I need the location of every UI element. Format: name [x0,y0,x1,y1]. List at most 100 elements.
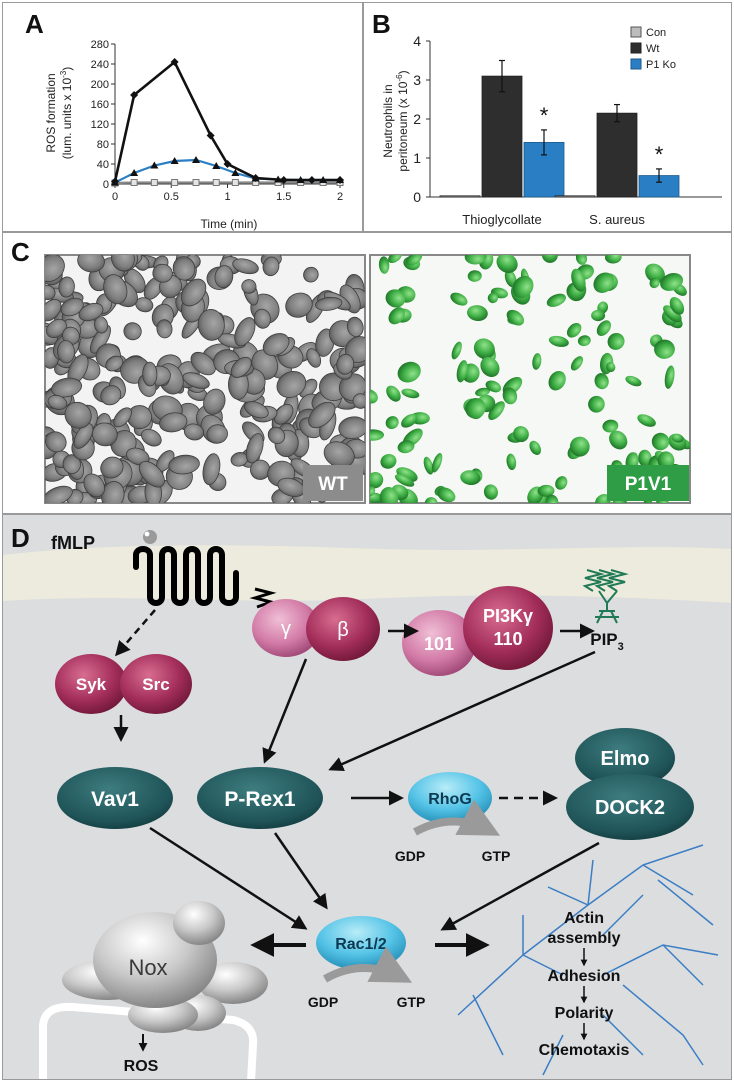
g-gamma-subunit [252,599,320,657]
wt-cell-cluster [230,356,252,378]
legend-label-p1ko: P1 Ko [646,59,676,71]
ros-point [192,179,200,186]
nox-complex [62,901,268,1033]
actin-network-icon [457,844,719,1076]
g-beta-subunit [306,597,380,661]
wt-cell-cluster [159,412,188,433]
wt-cell-cluster [45,485,73,503]
ros-x-label: Time (min) [201,217,258,231]
wt-cell-cluster [274,403,294,425]
p1v1-cell-cluster [607,332,625,350]
elmo-label: Elmo [601,748,650,770]
g-protein-anchor [249,587,277,609]
wt-cell-cluster [105,355,124,372]
ros-y-tick-label: 40 [97,159,109,171]
micrograph-figure: WT P1V1 [44,254,691,504]
wt-cell-cluster [83,473,105,498]
p1v1-cell-cluster [370,486,376,497]
g-gamma-label: γ [281,618,291,640]
p1v1-cell-cluster [664,365,675,389]
rac-gdp-label: GDP [308,994,338,1010]
p1v1-cell-cluster [487,292,499,304]
p1v1-cell-cluster [645,263,665,284]
p1v1-cell-cluster [566,323,582,338]
p1v1-cell-cluster [370,389,378,404]
p1v1-cell-cluster [529,440,542,455]
wt-cell-cluster [57,340,75,364]
rhog-gdp-label: GDP [395,848,425,864]
wt-cell-cluster [64,401,92,429]
g-beta-label: β [337,619,349,641]
wt-cell-cluster [352,393,365,409]
wt-cell-cluster [100,385,122,406]
wt-cell-cluster [243,401,269,419]
ros-point [307,176,316,184]
p1v1-cell-cluster [570,356,584,371]
p1v1-cell-cluster [596,320,612,336]
p1v1-cell-cluster [380,454,397,469]
p1v1-cell-cluster [506,309,525,326]
p1v1-cell-cluster [401,388,420,399]
neutro-bar [596,112,638,198]
ros-x-tick-label: 0 [112,191,118,203]
legend-swatch-p1ko [630,58,642,70]
p1v1-cell-cluster [602,419,619,433]
ros-x-tick-label: 0.5 [164,191,179,203]
neutro-y-tick-label: 3 [413,72,421,88]
ros-point [206,131,215,140]
p1v1-cell-cluster [651,432,670,451]
p1v1-cell-cluster [548,370,566,391]
p1v1-cell-cluster [537,484,555,497]
p1v1-cell-cluster [591,309,606,322]
p1v1-cell-cluster [473,338,495,359]
p1v1-cell-cluster [431,453,443,473]
p1v1-cell-cluster [595,494,611,503]
rac-gtp-label: GTP [397,994,426,1010]
wt-cell-cluster [172,256,196,281]
fmlp-label: fMLP [51,533,95,553]
wt-cell-cluster [308,401,336,429]
wt-cell-cluster [45,431,67,453]
wt-cell-cluster [142,361,158,387]
p1v1-cell-cluster [465,397,486,419]
p1v1-cell-cluster [450,292,468,306]
p1v1-cell-cluster [577,335,591,347]
p1v1-cell-cluster [370,429,385,441]
p1v1-cell-cluster [671,433,684,443]
p1v1-cell-cluster [460,470,481,486]
prex1-label: P-Rex1 [224,788,296,811]
arrow-pip3-to-prex1 [328,650,596,771]
ros-y-tick-label: 200 [91,79,109,91]
wt-cell-cluster [315,296,343,311]
ros-y-label-line2: (lum. units x 10-3) [59,67,74,160]
actin-label-line2: assembly [548,930,621,947]
p1v1-cell-cluster [504,269,517,288]
panel-d: D fMLP γ β 101 PI3Kγ 110 PIP3 [2,514,732,1080]
ros-point [231,179,239,186]
ros-x-tick-label: 1 [224,191,230,203]
p1v1-cell-cluster [475,387,490,397]
wt-cell-cluster [45,299,62,322]
p1v1-cell-cluster [660,273,684,291]
wt-cell-cluster [306,348,322,368]
ros-point [130,91,139,99]
ros-point [130,179,138,186]
wt-cell-cluster [338,416,365,440]
p1v1-cell-cluster [464,255,487,265]
ros-x-tick-label: 2 [337,191,343,203]
wt-cell-cluster [232,258,259,275]
p1v1-cell-cluster [506,453,517,471]
wt-cell-cluster [156,319,173,339]
wt-cell-cluster [202,453,221,486]
p1v1-label: P1V1 [625,474,672,495]
p101-subunit [402,610,476,676]
legend: Con Wt P1 Ko [630,26,676,71]
p1v1-cell-cluster [545,494,559,503]
panel-label-a: A [25,9,44,39]
syk-kinase [55,654,127,714]
panel-label-c: C [11,237,30,267]
p1v1-cell-cluster [394,474,415,487]
